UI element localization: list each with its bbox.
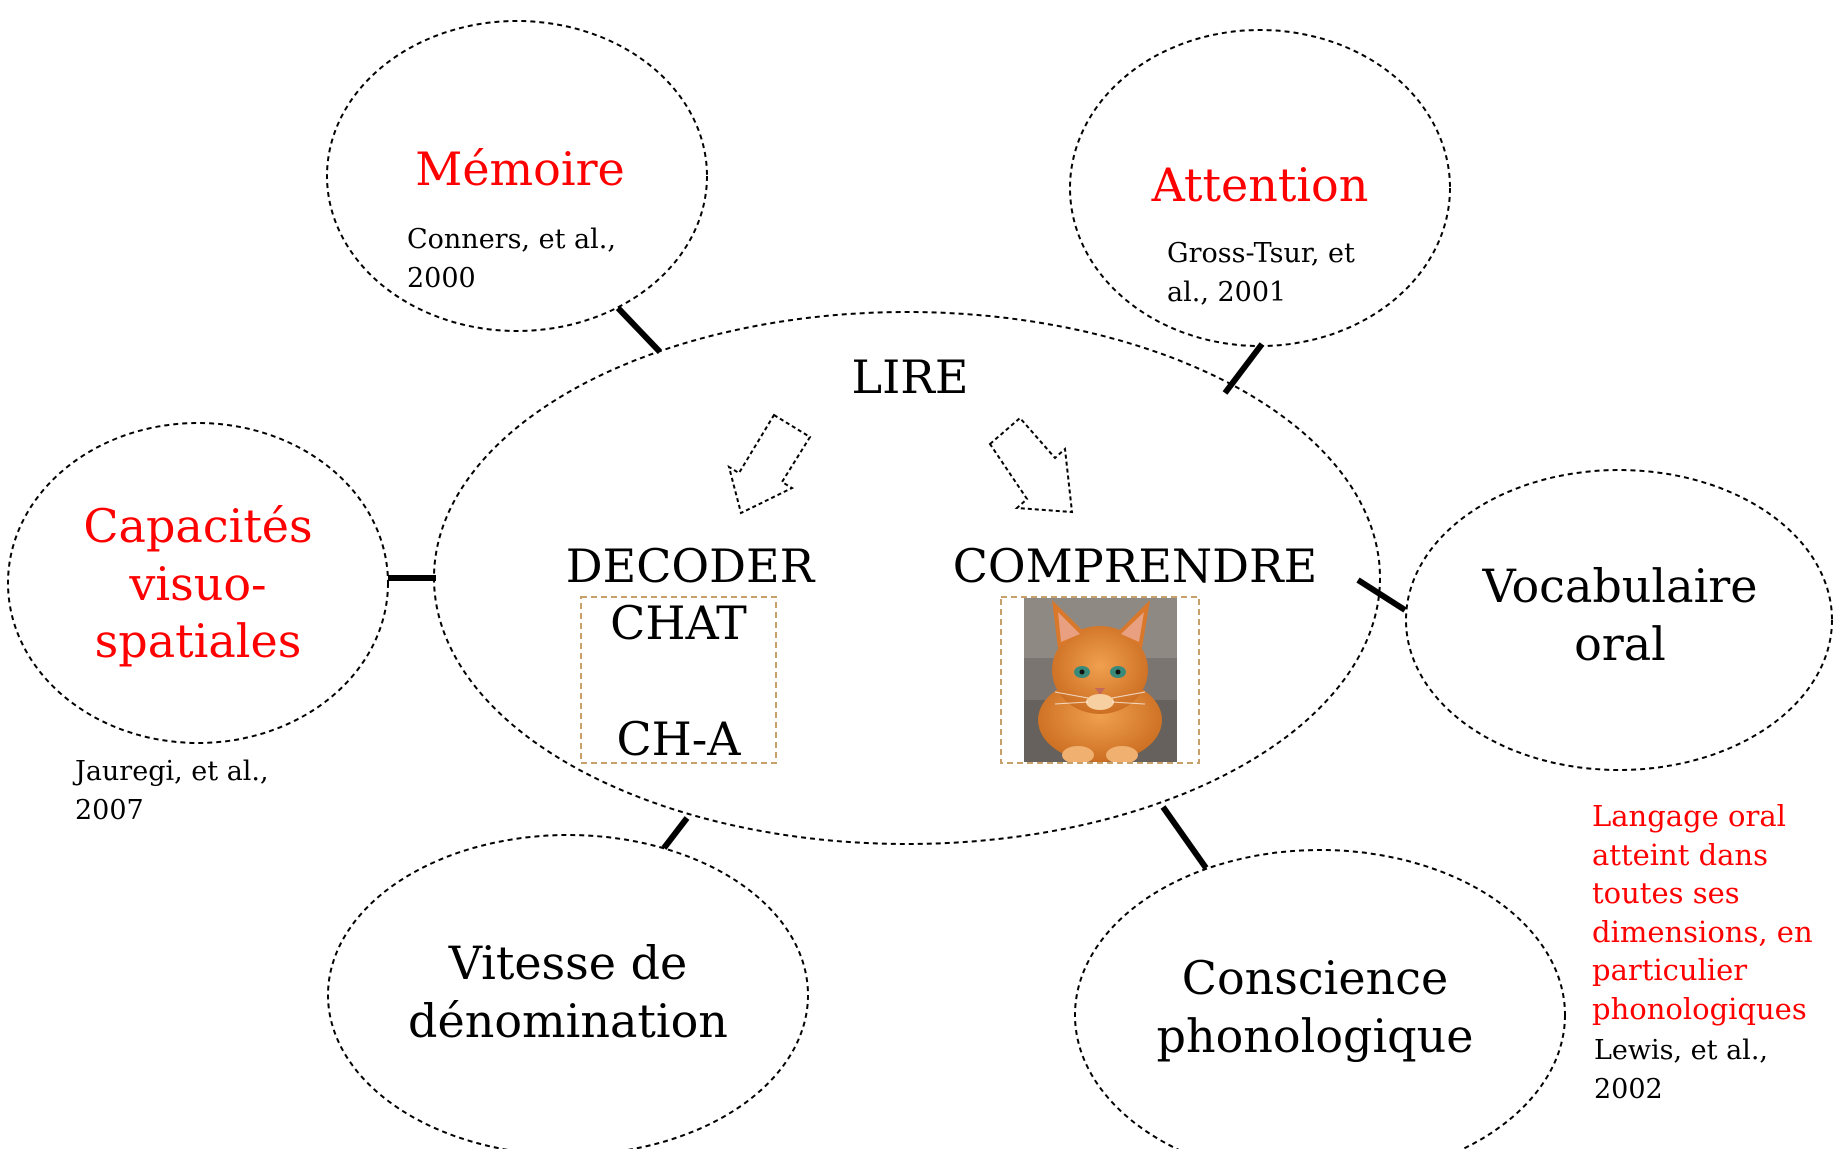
connector-conscience [1160,805,1209,870]
decode-split: CH-A [616,712,741,766]
vitesse-label: Vitesse de dénomination [398,935,738,1050]
decode-word: CHAT [610,596,747,650]
vitesse-line1: Vitesse de [448,936,688,990]
memoire-label: Mémoire [415,142,625,196]
comprendre-heading: COMPRENDRE [952,539,1318,593]
lire-title: LIRE [851,350,969,404]
conscience-line1: Conscience [1181,951,1449,1005]
comprendre-box [1000,596,1200,764]
attention-ref: Gross-Tsur, et al., 2001 [1167,234,1355,312]
vocabulaire-ellipse [1405,469,1833,771]
visuo-line2: visuo- [129,556,267,611]
visuo-ellipse [7,422,389,744]
side-note-line1: Langage oral [1592,799,1786,833]
attention-label: Attention [1151,158,1369,212]
visuo-line3: spatiales [94,614,302,668]
attention-ref-line2: al., 2001 [1167,277,1287,309]
arrow-to-comprendre-icon [988,416,1074,514]
visuo-ref-line1: Jauregi, et al., [75,756,269,787]
kitten-photo-icon [1024,598,1177,762]
connector-memoire [615,305,663,355]
visuo-label: Capacités visuo- spatiales [58,498,338,671]
vitesse-line2: dénomination [408,993,728,1048]
vitesse-ellipse [327,834,809,1149]
connector-vitesse [661,816,690,850]
visuo-ref-line2: 2007 [75,795,144,827]
side-note-ref: Lewis, et al., 2002 [1594,1031,1768,1109]
side-note: Langage oral atteint dans toutes ses dim… [1592,797,1813,1028]
visuo-line1: Capacités [83,499,313,553]
connector-vocabulaire [1356,577,1407,613]
conscience-ellipse [1074,849,1566,1149]
memoire-ref: Conners, et al., 2000 [407,220,616,298]
lire-ellipse [433,311,1381,845]
vocabulaire-line1: Vocabulaire [1482,559,1758,613]
memoire-ref-line2: 2000 [407,263,476,295]
attention-ref-line1: Gross-Tsur, et [1167,238,1355,269]
side-note-ref-line1: Lewis, et al., [1594,1035,1768,1066]
side-note-line5: particulier [1592,953,1748,988]
visuo-ref: Jauregi, et al., 2007 [75,752,269,830]
arrow-to-decoder-icon [727,413,812,515]
side-note-line6: phonologiques [1592,991,1807,1026]
memoire-ellipse [326,20,708,332]
connector-attention [1222,342,1265,395]
side-note-line4: dimensions, en [1592,914,1813,949]
conscience-label: Conscience phonologique [1145,950,1485,1065]
attention-ellipse [1069,29,1451,347]
conscience-line2: phonologique [1156,1008,1474,1063]
memoire-ref-line1: Conners, et al., [407,224,616,255]
vocabulaire-line2: oral [1574,616,1666,671]
side-note-line2: atteint dans [1592,837,1768,872]
decoder-heading: DECODER [565,539,815,593]
side-note-line3: toutes ses [1592,876,1740,911]
vocabulaire-label: Vocabulaire oral [1470,558,1770,673]
side-note-ref-line2: 2002 [1594,1074,1663,1106]
